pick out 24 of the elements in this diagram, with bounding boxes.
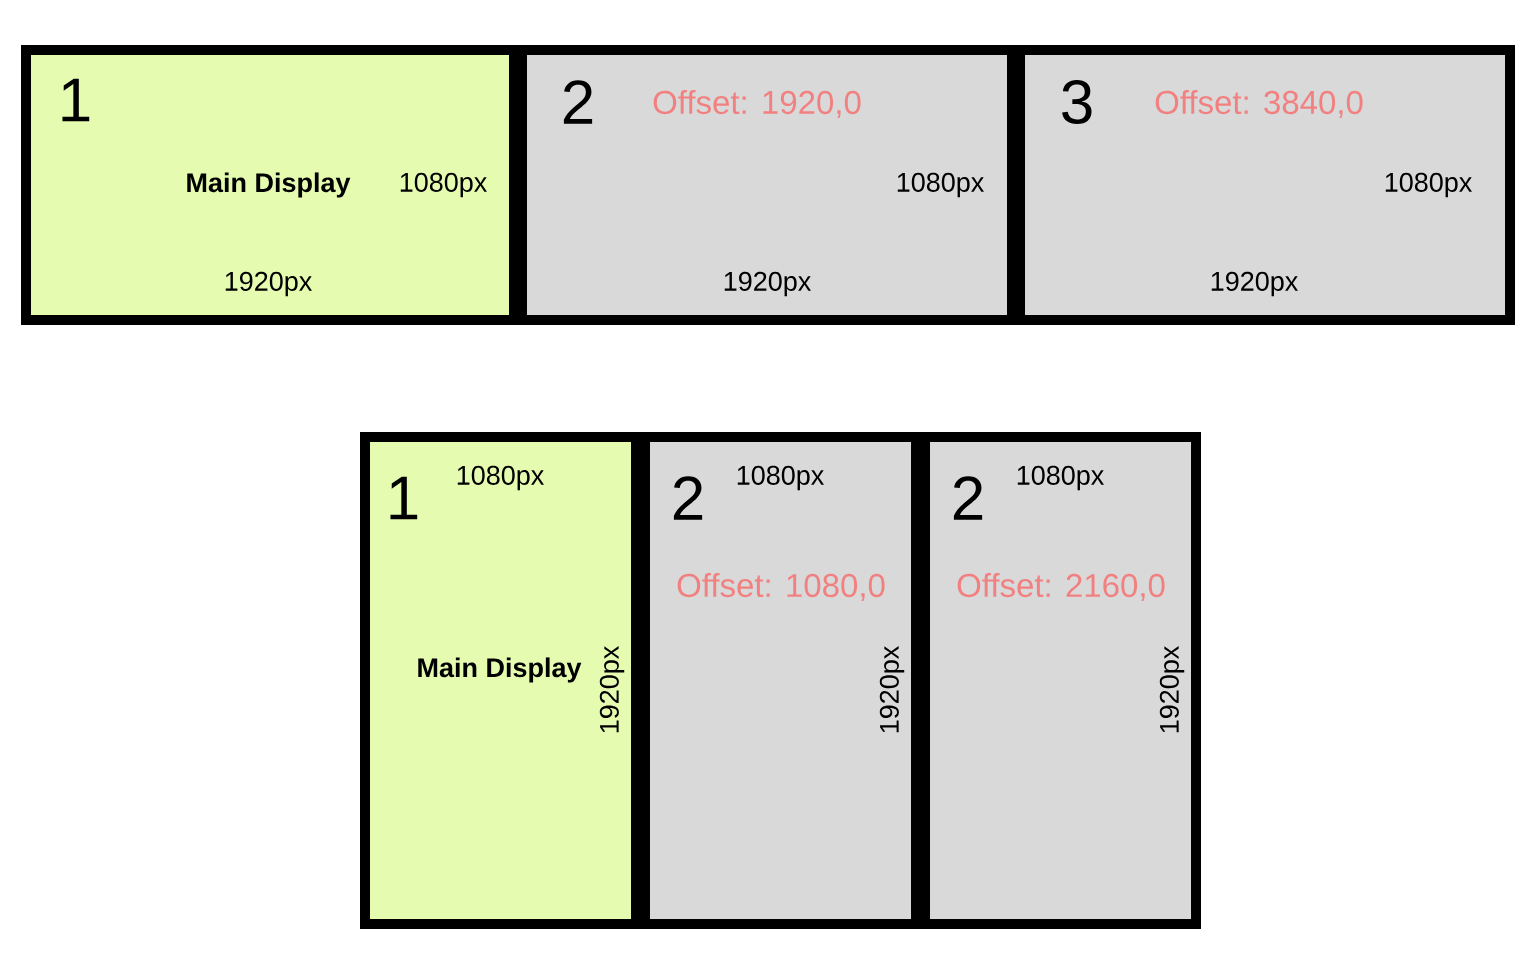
offset-label: Offset: 1920,0 [653, 89, 861, 119]
display-number: 1 [62, 78, 90, 122]
dimension-label: 1080px [400, 172, 487, 198]
display-number: 3 [1062, 80, 1092, 124]
dimension-label: 1920px [724, 271, 811, 297]
display-number: 1 [390, 476, 418, 520]
display-number: 2 [563, 80, 593, 124]
offset-label: Offset: 3840,0 [1155, 89, 1363, 119]
dimension-label: 1920px [599, 646, 625, 733]
dimension-label: 1080px [737, 465, 824, 491]
dimension-label: 1920px [879, 646, 905, 733]
dimension-label: 1080px [1385, 172, 1472, 198]
display-number: 2 [673, 476, 703, 520]
dimension-label: 1080px [457, 465, 544, 491]
dimension-label: 1080px [1017, 465, 1104, 491]
display-number: 2 [953, 476, 983, 520]
dimension-label: 1920px [225, 271, 312, 297]
dimension-label: 1920px [1211, 271, 1298, 297]
display-label: Main Display [187, 172, 351, 198]
display-label: Main Display [418, 657, 582, 683]
offset-label: Offset: 2160,0 [957, 572, 1165, 602]
dimension-label: 1920px [1159, 646, 1185, 733]
offset-label: Offset: 1080,0 [677, 572, 885, 602]
dimension-label: 1080px [897, 172, 984, 198]
